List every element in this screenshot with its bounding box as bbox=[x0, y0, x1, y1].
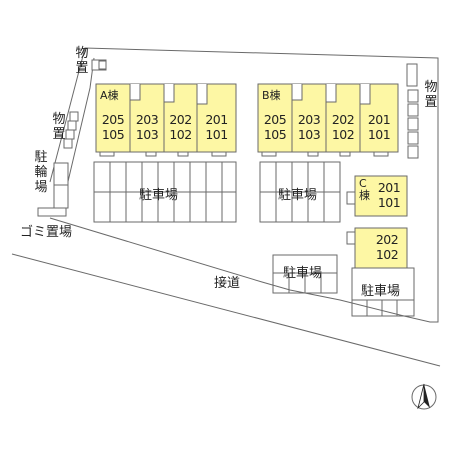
parking-label-d: 駐車場 bbox=[361, 284, 401, 299]
parking-label-a: 駐車場 bbox=[139, 188, 179, 203]
building-b-name: B棟 bbox=[262, 89, 281, 102]
north-arrow-icon bbox=[411, 383, 437, 410]
garbage-box bbox=[37, 207, 67, 217]
storage-top-label: 物置 bbox=[75, 46, 89, 76]
building-b bbox=[257, 83, 399, 157]
garbage-label: ゴミ置場 bbox=[20, 225, 73, 240]
road-label: 接道 bbox=[214, 276, 241, 291]
storage-right-label: 物置 bbox=[424, 80, 438, 110]
parking-lot-b-grid bbox=[259, 161, 341, 223]
parking-label-b: 駐車場 bbox=[278, 188, 318, 203]
storage-left-boxes bbox=[63, 111, 79, 149]
road-edge bbox=[11, 253, 441, 367]
building-c-name: C棟 bbox=[359, 177, 370, 202]
building-c bbox=[346, 175, 408, 269]
property-boundary bbox=[49, 47, 439, 323]
building-a-name: A棟 bbox=[100, 89, 119, 102]
parking-lot-a-grid bbox=[93, 161, 237, 223]
parking-label-c: 駐車場 bbox=[283, 266, 323, 281]
parking-lot-d-grid bbox=[351, 267, 415, 317]
parking-lot-c-grid bbox=[272, 254, 338, 294]
storage-left-label: 物置 bbox=[52, 112, 66, 142]
building-a bbox=[95, 83, 237, 157]
storage-right-boxes bbox=[406, 63, 419, 159]
bicycle-parking-label: 駐輪場 bbox=[34, 150, 48, 195]
storage-top-2 bbox=[98, 60, 107, 70]
